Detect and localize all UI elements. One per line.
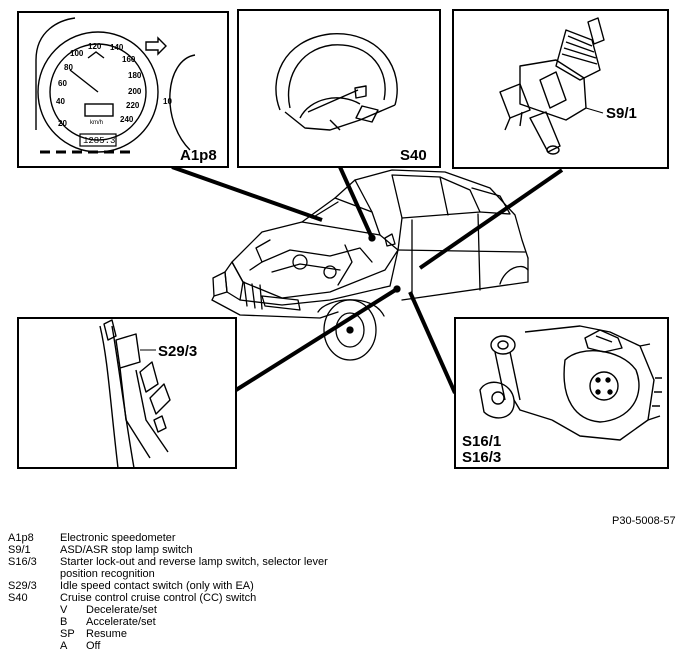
legend-code: S29/3 <box>8 580 37 592</box>
legend-sub-code: B <box>60 616 68 628</box>
tick-label: 140 <box>110 43 124 52</box>
legend-sub-row: A Off <box>8 640 408 652</box>
legend-sub-description: Off <box>86 640 101 652</box>
leader-lines <box>171 165 564 394</box>
car-illustration <box>211 169 529 361</box>
legend-row: S40 Cruise control cruise control (CC) s… <box>8 592 408 604</box>
odometer-reading: 1285.3 <box>83 136 115 146</box>
tick-label: 40 <box>56 97 65 106</box>
tick-label: 180 <box>128 71 142 80</box>
legend-sub-description: Resume <box>86 628 127 640</box>
tick-label: 120 <box>88 42 102 51</box>
tick-label: 220 <box>126 101 140 110</box>
legend-row: S29/3 Idle speed contact switch (only wi… <box>8 580 408 592</box>
speedometer-tick-labels: 20 40 60 80 100 120 140 160 180 200 220 … <box>56 42 172 128</box>
callout-s16-1: S16/1 <box>462 433 501 450</box>
legend-description-continuation: position recognition <box>60 568 155 580</box>
legend-sub-row: SP Resume <box>8 628 408 640</box>
callout-s40: S40 <box>400 147 427 164</box>
panel-a1p8: 20 40 60 80 100 120 140 160 180 200 220 … <box>17 11 229 168</box>
legend-code: S9/1 <box>8 544 31 556</box>
legend-code: S40 <box>8 592 28 604</box>
legend-sub-code: A <box>60 640 68 652</box>
legend-row: S16/3 Starter lock-out and reverse lamp … <box>8 556 408 568</box>
callout-s29-3: S29/3 <box>158 343 197 360</box>
tick-label: 200 <box>128 87 142 96</box>
tick-label: 60 <box>58 79 67 88</box>
legend-sub-description: Decelerate/set <box>86 604 157 616</box>
panel-s16: S16/1 S16/3 <box>454 317 669 469</box>
tick-label: 20 <box>58 119 67 128</box>
legend-row: A1p8 Electronic speedometer <box>8 532 408 544</box>
legend-sub-code: V <box>60 604 68 616</box>
tick-label: 100 <box>70 49 84 58</box>
odometer-display: 1285.3 <box>79 133 117 147</box>
callout-s16-3: S16/3 <box>462 449 501 466</box>
tick-label: 160 <box>122 55 136 64</box>
legend-sub-row: V Decelerate/set <box>8 604 408 616</box>
legend-description: Electronic speedometer <box>60 532 176 544</box>
legend-row: S9/1 ASD/ASR stop lamp switch <box>8 544 408 556</box>
legend-description: Cruise control cruise control (CC) switc… <box>60 592 257 604</box>
panel-s29-3: S29/3 <box>17 317 237 469</box>
legend-code: S16/3 <box>8 556 37 568</box>
panel-s40: S40 <box>237 9 441 168</box>
legend-description: Idle speed contact switch (only with EA) <box>60 580 254 592</box>
legend-sub-row: B Accelerate/set <box>8 616 408 628</box>
callout-s9-1: S9/1 <box>606 105 637 122</box>
callout-a1p8: A1p8 <box>180 147 217 164</box>
legend-sub-description: Accelerate/set <box>86 616 156 628</box>
partial-gauge-label: 10 <box>163 97 172 106</box>
speedometer-unit: km/h <box>90 120 103 126</box>
legend-row-continuation: position recognition <box>8 568 408 580</box>
legend-description: Starter lock-out and reverse lamp switch… <box>60 556 328 568</box>
tick-label: 240 <box>120 115 134 124</box>
panel-s9-1: S9/1 <box>452 9 669 169</box>
legend-code: A1p8 <box>8 532 34 544</box>
legend-sub-code: SP <box>60 628 75 640</box>
legend-description: ASD/ASR stop lamp switch <box>60 544 193 556</box>
legend: A1p8 Electronic speedometer S9/1 ASD/ASR… <box>8 532 408 652</box>
reference-number: P30-5008-57 <box>612 515 676 527</box>
component-location-diagram: 20 40 60 80 100 120 140 160 180 200 220 … <box>17 9 669 469</box>
tick-label: 80 <box>64 63 73 72</box>
